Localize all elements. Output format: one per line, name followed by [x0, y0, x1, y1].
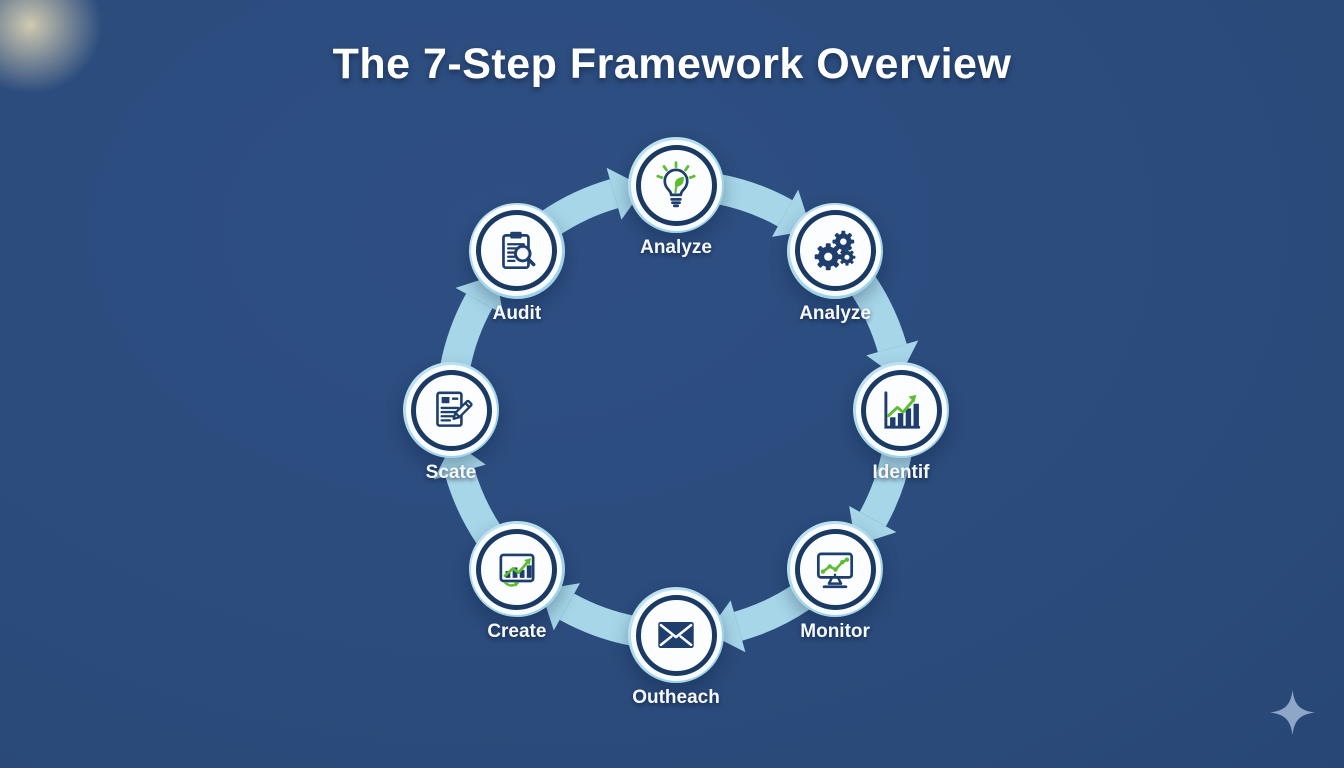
- step-circle: [787, 521, 884, 618]
- step-label: Analyze: [799, 302, 871, 324]
- step-label: Create: [487, 621, 547, 643]
- step-label: Identif: [872, 462, 930, 483]
- cycle-arrow-segment: [715, 174, 793, 227]
- sparkle-icon: [1269, 689, 1316, 736]
- step-disc: [794, 210, 876, 292]
- step-disc: [410, 369, 492, 451]
- step-disc: [476, 210, 558, 292]
- slide-title: The 7-Step Framework Overview: [332, 40, 1012, 88]
- step-label: Monitor: [800, 621, 870, 643]
- cycle-arrowhead: [433, 441, 486, 480]
- cycle-arrowhead: [707, 600, 746, 653]
- step-disc: [635, 594, 717, 676]
- step-label: Analyze: [640, 237, 712, 258]
- clipboard-search-icon: [492, 226, 542, 276]
- step-label: Audit: [492, 302, 542, 324]
- step-label: Outheach: [632, 687, 720, 708]
- step-disc: [860, 369, 942, 451]
- step-circle: [468, 521, 565, 618]
- cycle-arrow-segment: [541, 179, 619, 237]
- step-disc: [635, 144, 717, 226]
- lightbulb-leaf-icon: [651, 160, 701, 210]
- gears-icon: [810, 226, 860, 276]
- step-circle: [787, 202, 884, 299]
- step-circle: [628, 587, 724, 683]
- step-label: Scate: [425, 462, 477, 483]
- envelope-icon: [651, 610, 701, 660]
- step-circle: [853, 362, 949, 458]
- cycle-arrowhead: [606, 167, 645, 220]
- step-disc: [794, 528, 876, 610]
- step-disc: [476, 528, 558, 610]
- step-circle: [628, 137, 724, 233]
- document-pencil-icon: [426, 385, 476, 435]
- cycle-arrowhead: [866, 340, 919, 379]
- bar-chart-growth-icon: [876, 385, 926, 435]
- framed-chart-icon: [492, 544, 542, 594]
- monitor-chart-icon: [810, 544, 860, 594]
- step-circle: [403, 362, 499, 458]
- step-circle: [468, 202, 565, 299]
